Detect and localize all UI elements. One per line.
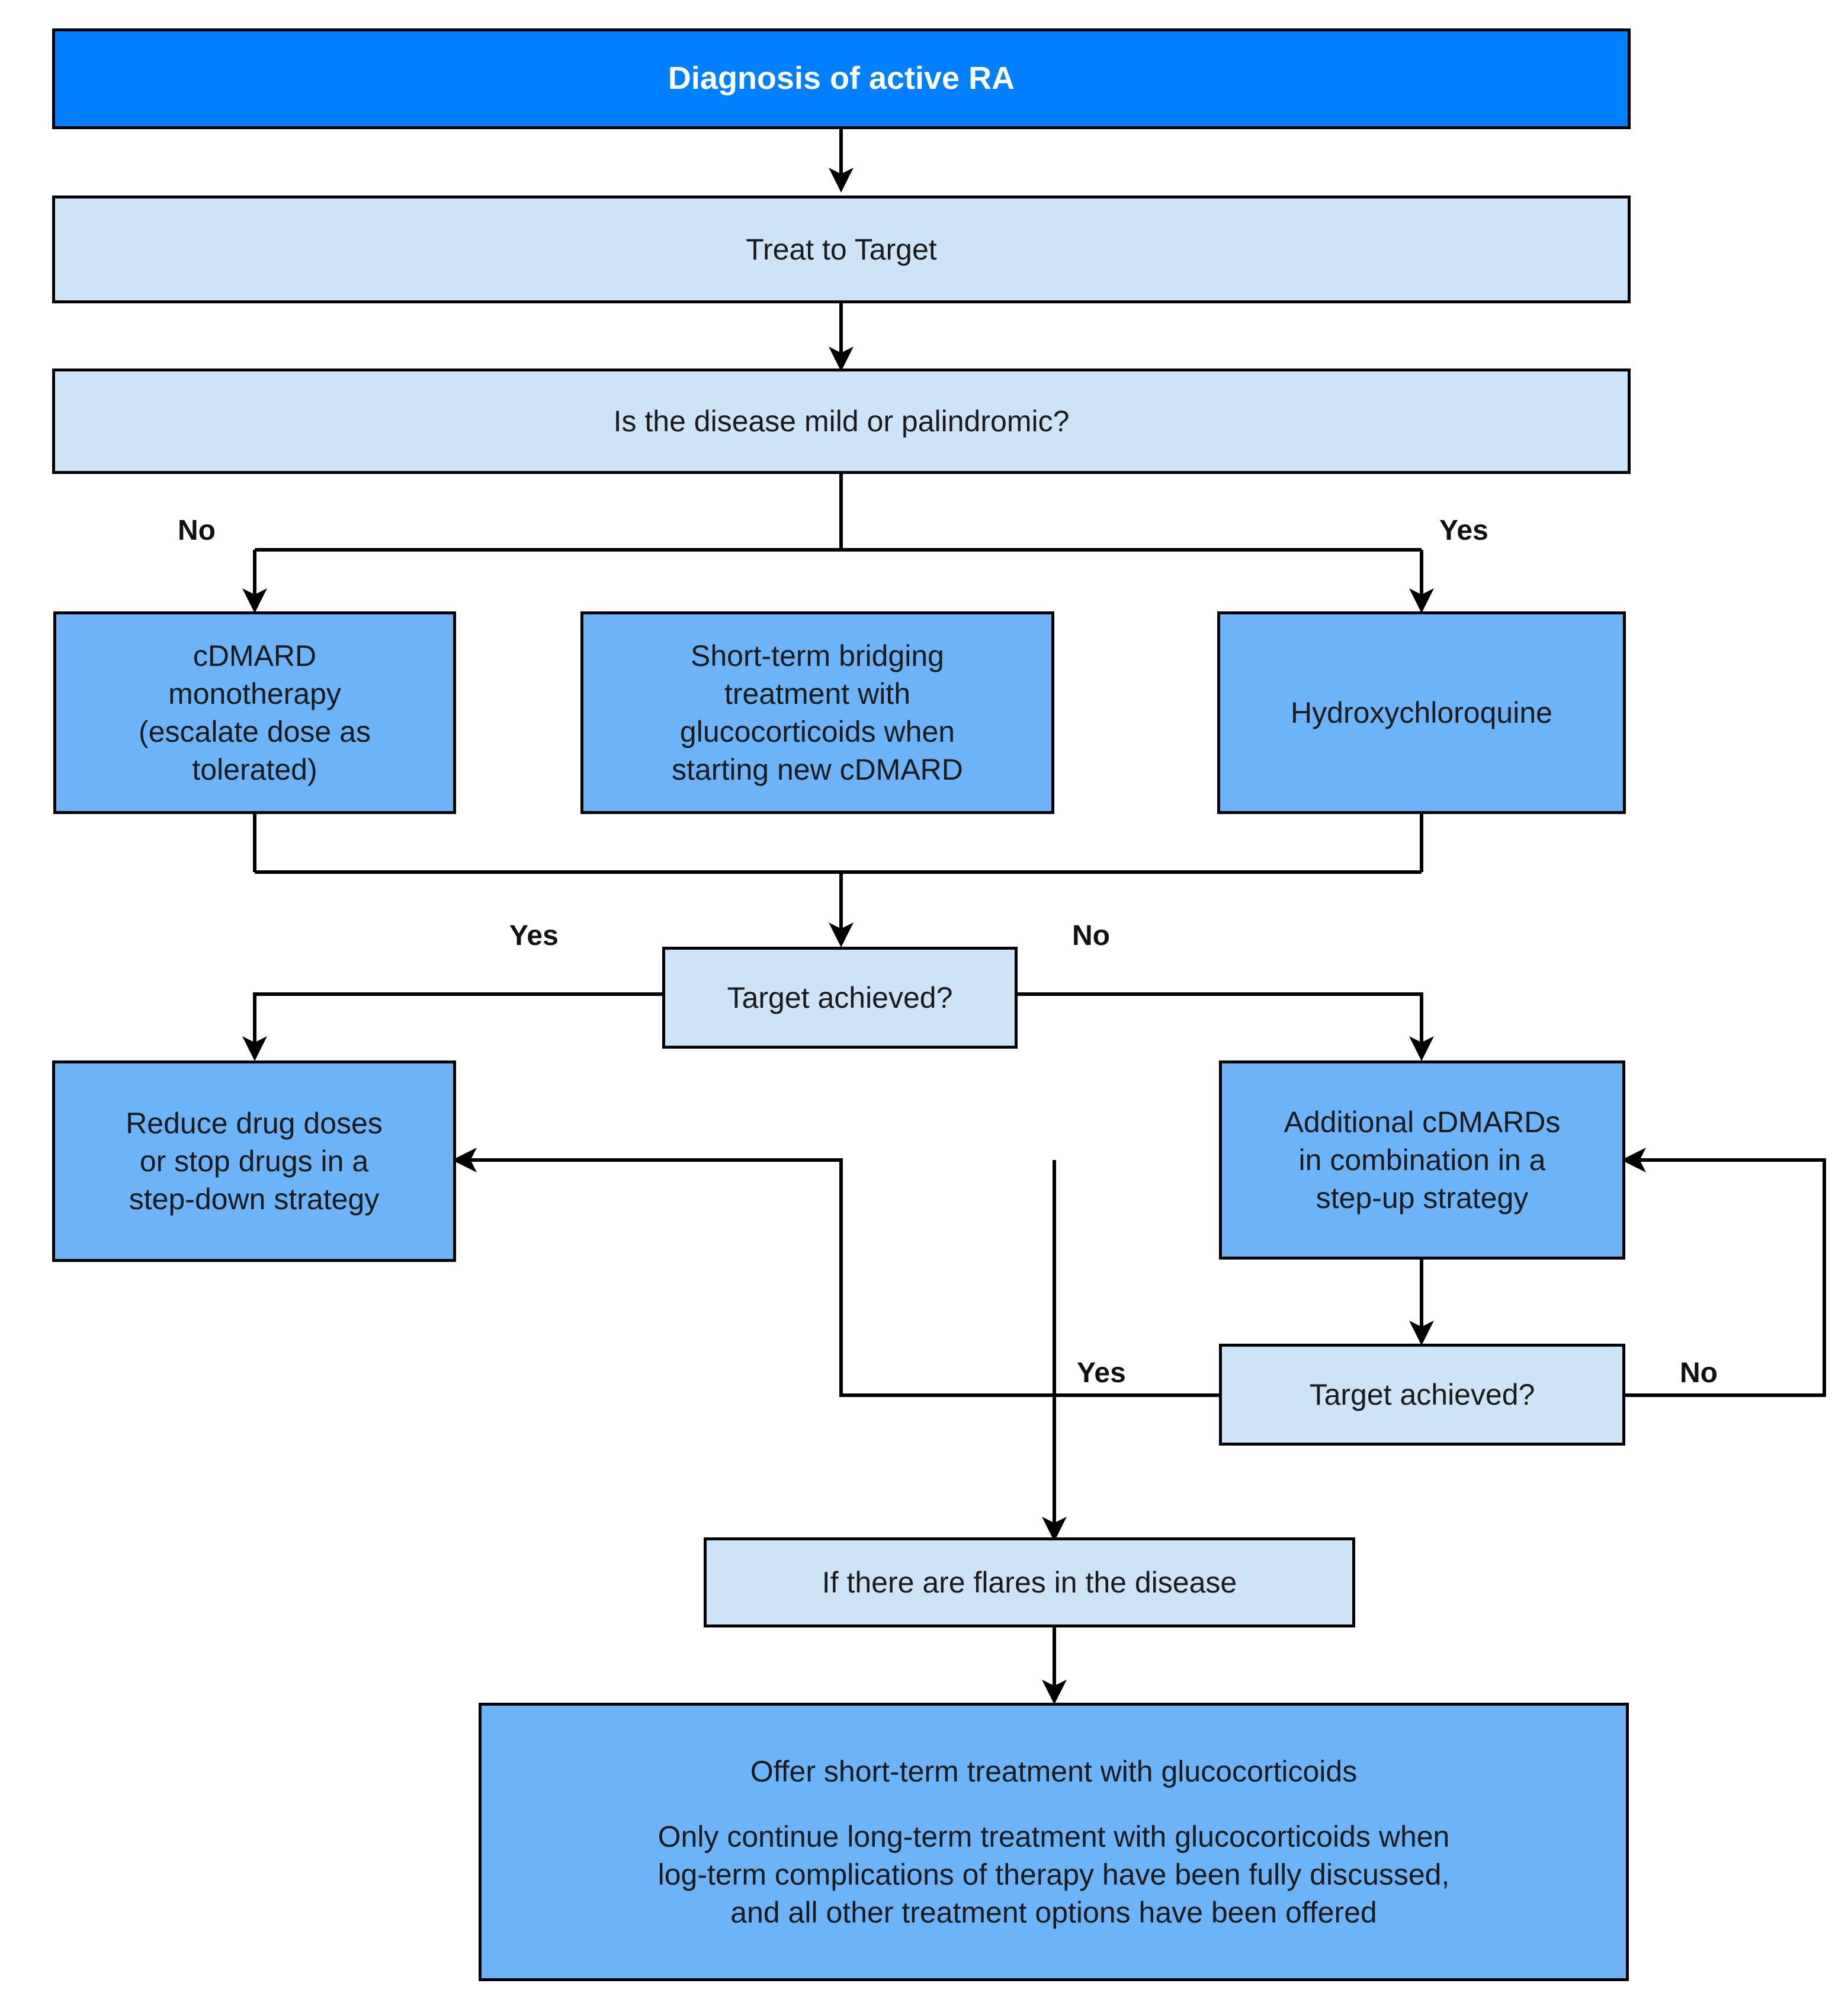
- edge-target1-no-to-stepup: [1016, 992, 1434, 1061]
- edge-label-branch-yes: Yes: [1439, 515, 1488, 546]
- node-target-achieved-1[interactable]: Target achieved?: [662, 947, 1018, 1049]
- node-diagnosis[interactable]: Diagnosis of active RA: [52, 28, 1631, 129]
- glucocorticoids-para-1: Offer short-term treatment with glucocor…: [750, 1755, 1358, 1788]
- node-step-down[interactable]: Reduce drug doses or stop drugs in a ste…: [52, 1060, 456, 1262]
- node-treat-to-target[interactable]: Treat to Target: [52, 196, 1631, 303]
- node-flares-label: If there are flares in the disease: [822, 1566, 1237, 1599]
- edge-label-branch-no: No: [178, 515, 216, 546]
- node-treat-to-target-label: Treat to Target: [746, 233, 937, 266]
- node-mild-or-palindromic[interactable]: Is the disease mild or palindromic?: [52, 369, 1631, 474]
- node-target-achieved-2-label: Target achieved?: [1309, 1378, 1535, 1411]
- edge-target2-no-loop-to-stepup: [1621, 1148, 1826, 1397]
- node-bridging-treatment[interactable]: Short-term bridging treatment with gluco…: [580, 611, 1054, 814]
- edge-target1-yes-to-stepdown: [242, 992, 663, 1061]
- edge-label-target1-no: No: [1072, 920, 1110, 951]
- node-step-up[interactable]: Additional cDMARDs in combination in a s…: [1219, 1060, 1625, 1260]
- node-flares[interactable]: If there are flares in the disease: [704, 1537, 1355, 1627]
- node-step-down-label: Reduce drug doses or stop drugs in a ste…: [126, 1107, 383, 1216]
- node-mild-or-palindromic-label: Is the disease mild or palindromic?: [613, 405, 1070, 438]
- node-step-up-label: Additional cDMARDs in combination in a s…: [1284, 1106, 1561, 1215]
- node-cdmard-monotherapy-label: cDMARD monotherapy (escalate dose as tol…: [139, 639, 371, 786]
- node-diagnosis-label: Diagnosis of active RA: [668, 60, 1015, 97]
- glucocorticoids-para-2: Only continue long-term treatment with g…: [657, 1820, 1450, 1929]
- node-hydroxychloroquine-label: Hydroxychloroquine: [1291, 696, 1552, 729]
- node-bridging-treatment-label: Short-term bridging treatment with gluco…: [672, 639, 963, 786]
- node-target-achieved-1-label: Target achieved?: [727, 981, 953, 1014]
- node-hydroxychloroquine[interactable]: Hydroxychloroquine: [1217, 611, 1626, 814]
- node-target-achieved-2[interactable]: Target achieved?: [1219, 1344, 1625, 1446]
- node-glucocorticoids[interactable]: Offer short-term treatment with glucocor…: [479, 1703, 1629, 1981]
- node-cdmard-monotherapy[interactable]: cDMARD monotherapy (escalate dose as tol…: [53, 611, 456, 814]
- edge-label-target1-yes: Yes: [509, 920, 559, 951]
- glucocorticoids-text-block: Offer short-term treatment with glucocor…: [490, 1752, 1618, 1931]
- edge-label-target2-yes: Yes: [1077, 1357, 1126, 1389]
- edge-label-target2-no: No: [1680, 1357, 1718, 1389]
